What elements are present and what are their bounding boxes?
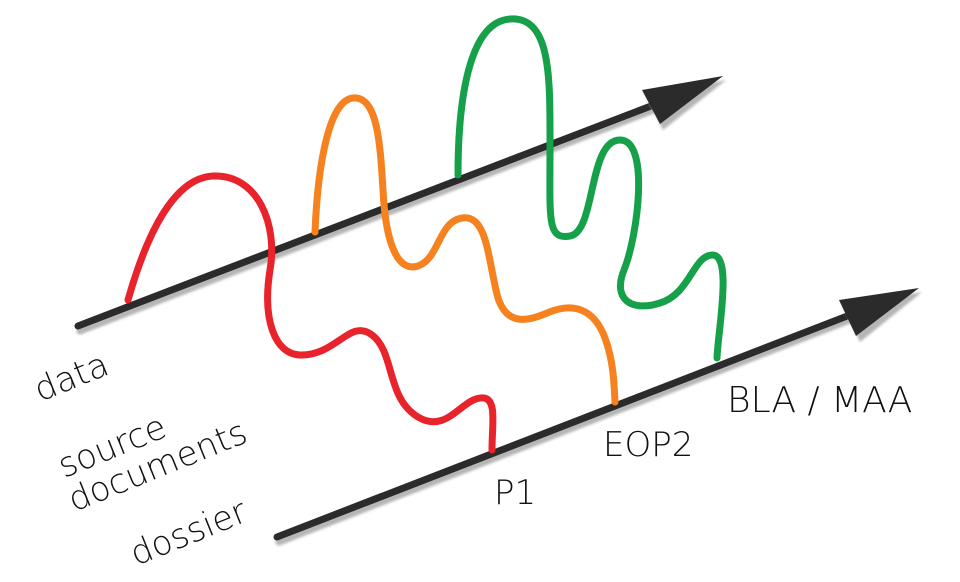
lower-arrowhead (839, 288, 919, 336)
lower-arrow (273, 288, 922, 546)
label-dossier: dossier (124, 491, 252, 574)
milestone-eop2: EOP2 (603, 425, 693, 465)
green-wave (454, 15, 727, 362)
upper-arrowhead (642, 76, 723, 124)
upper-arrow (74, 76, 726, 335)
red-wave (124, 172, 497, 454)
milestone-bla-maa: BLA / MAA (727, 380, 912, 421)
milestone-p1: P1 (494, 473, 536, 513)
orange-wave (311, 94, 619, 406)
label-data: data (28, 345, 114, 411)
